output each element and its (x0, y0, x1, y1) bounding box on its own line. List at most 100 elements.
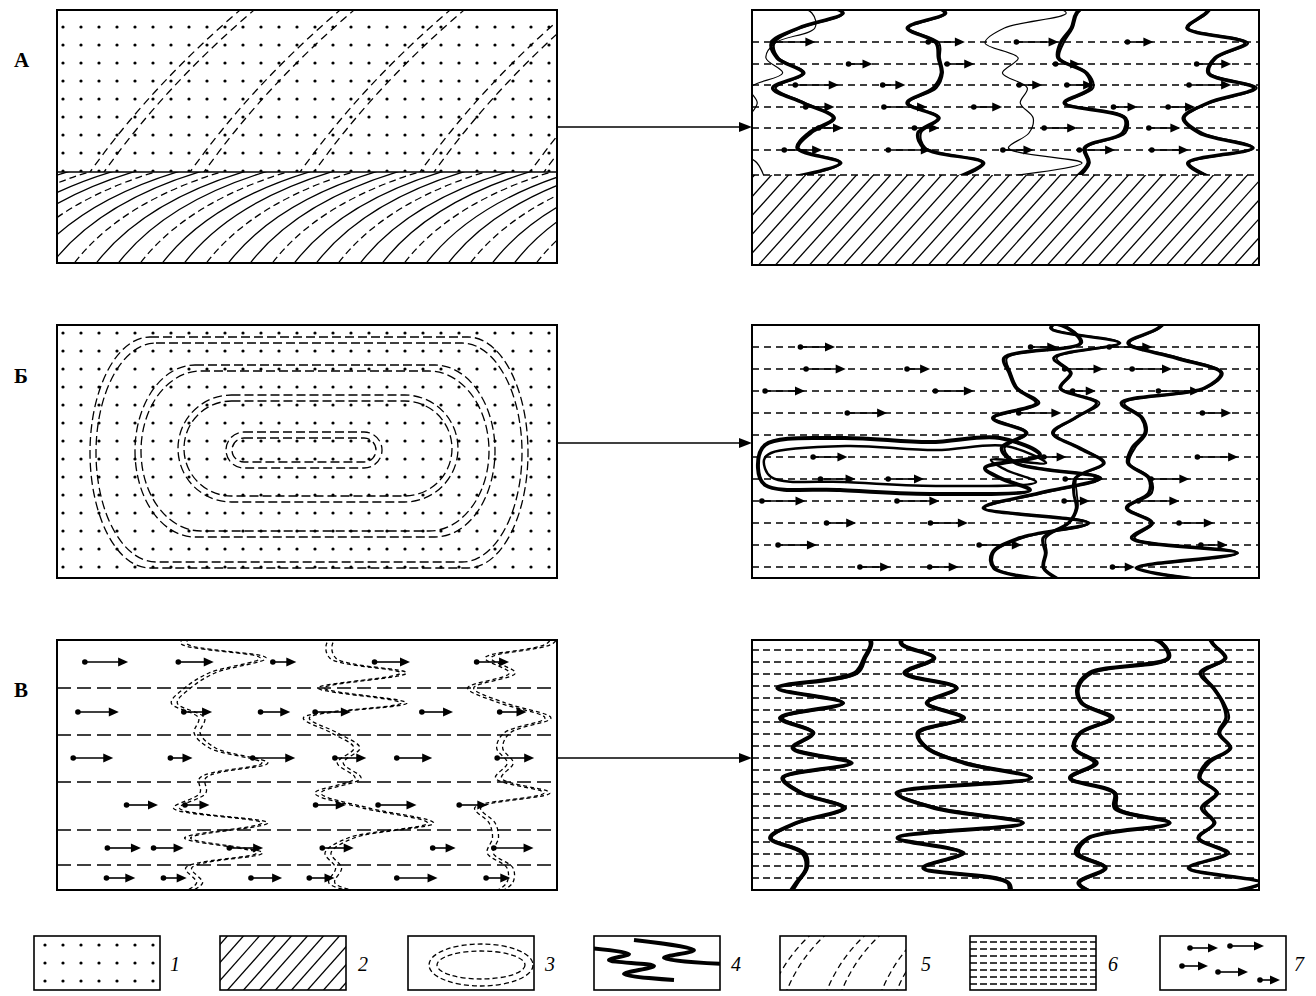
drawing-part (261, 711, 284, 713)
drawing-part (517, 708, 527, 717)
bedding-line (752, 709, 1259, 710)
primary-zone-contour (174, 640, 268, 890)
fracture-curve (117, 10, 377, 172)
hatch-line (822, 175, 912, 265)
flow-arrow (1062, 365, 1104, 374)
primary-zone-contour (90, 337, 528, 568)
swatch-frame (34, 936, 160, 990)
drawing-part (477, 801, 487, 810)
flow-arrow (810, 453, 847, 462)
drawing-part (974, 106, 995, 108)
flow-arrow (168, 754, 193, 763)
bedding-line (57, 687, 557, 689)
fracture-curve (785, 936, 830, 990)
ore-boundary (634, 940, 720, 964)
drawing-part (336, 801, 346, 810)
primary-zone-contour (474, 640, 557, 890)
drawing-part (795, 387, 805, 396)
drawing-part (325, 874, 335, 883)
drawing-part (459, 804, 480, 806)
drawing-part (1202, 412, 1224, 414)
flow-arrow (306, 874, 334, 883)
hatch-line (992, 175, 1082, 265)
drawing-part (1185, 103, 1195, 112)
ore-boundary (594, 948, 674, 980)
flow-arrow (1176, 519, 1214, 528)
drawing-part (1132, 368, 1165, 370)
primary-zone-contour (226, 432, 382, 468)
bedding-line (970, 955, 1096, 956)
flow-arrow (1227, 942, 1264, 951)
dashed-curves (57, 10, 557, 172)
drawing-part (335, 757, 359, 759)
flow-arrow (161, 874, 187, 883)
hatch-curve (233, 172, 443, 263)
hatch-curve (167, 172, 377, 263)
hatch-curve (475, 172, 557, 263)
transformation-arrow (557, 122, 752, 132)
bedding-line (752, 434, 1259, 435)
drawing-part (1190, 387, 1200, 396)
flow-arrow (1136, 497, 1180, 506)
drawing-part (177, 874, 187, 883)
drawing-part (322, 847, 346, 849)
flow-arrow (104, 874, 136, 883)
flow-arrow (1148, 475, 1189, 484)
swatch-content (594, 940, 720, 980)
drawing-part (784, 149, 815, 151)
drawing-part (1093, 365, 1103, 374)
drawing-part (888, 478, 917, 480)
drawing-part (204, 658, 214, 667)
drawing-part (820, 478, 848, 480)
drawing-part (1228, 453, 1238, 462)
drawing-part (807, 541, 817, 550)
swatch-content (220, 936, 346, 990)
ore-boundary (1042, 325, 1119, 578)
bedding-line (57, 734, 557, 736)
drawing-part (920, 365, 930, 374)
drawing-part (1230, 945, 1257, 947)
drawing-part (154, 847, 177, 849)
flow-arrow (894, 497, 939, 506)
hatch-line (1043, 175, 1133, 265)
drawing-part (1270, 976, 1280, 985)
bedding-line (752, 685, 1259, 686)
hatch-curve (101, 172, 311, 263)
drawing-part (85, 661, 121, 663)
drawing-part (795, 497, 805, 506)
flow-arrow (976, 541, 1021, 550)
swatch-frame (594, 936, 720, 990)
flow-arrow (491, 844, 534, 853)
legend-number: 4 (731, 954, 741, 974)
legend-swatch (34, 936, 160, 990)
swatch-frame (780, 936, 906, 990)
hatch-line (1128, 175, 1218, 265)
drawing-part (174, 844, 184, 853)
drawing-part (184, 711, 205, 713)
bedding-line (752, 877, 1259, 878)
drawing-part (280, 708, 290, 717)
hatch-curve (57, 172, 157, 263)
drawing-part (1012, 541, 1022, 550)
flow-arrow (270, 658, 296, 667)
bedding-line (752, 793, 1259, 794)
drawing-part (1143, 38, 1153, 47)
flow-arrow (1198, 541, 1227, 550)
hatch-line (1077, 175, 1167, 265)
drawing-part (127, 804, 151, 806)
hatch-line (754, 175, 844, 265)
drawing-part (1070, 60, 1080, 69)
flow-arrow (1016, 409, 1061, 418)
swatch-frame (220, 936, 346, 990)
drawing-part (178, 661, 206, 663)
drawing-part (1190, 947, 1211, 949)
flow-arrow (181, 708, 212, 717)
drawing-part (1198, 962, 1208, 971)
flow-arrow (1106, 343, 1152, 352)
panel-a-before (0, 0, 831, 300)
drawing-part (500, 874, 510, 883)
flow-arrow (880, 81, 905, 90)
drawing-part (400, 658, 410, 667)
swatch-content (970, 942, 1096, 984)
